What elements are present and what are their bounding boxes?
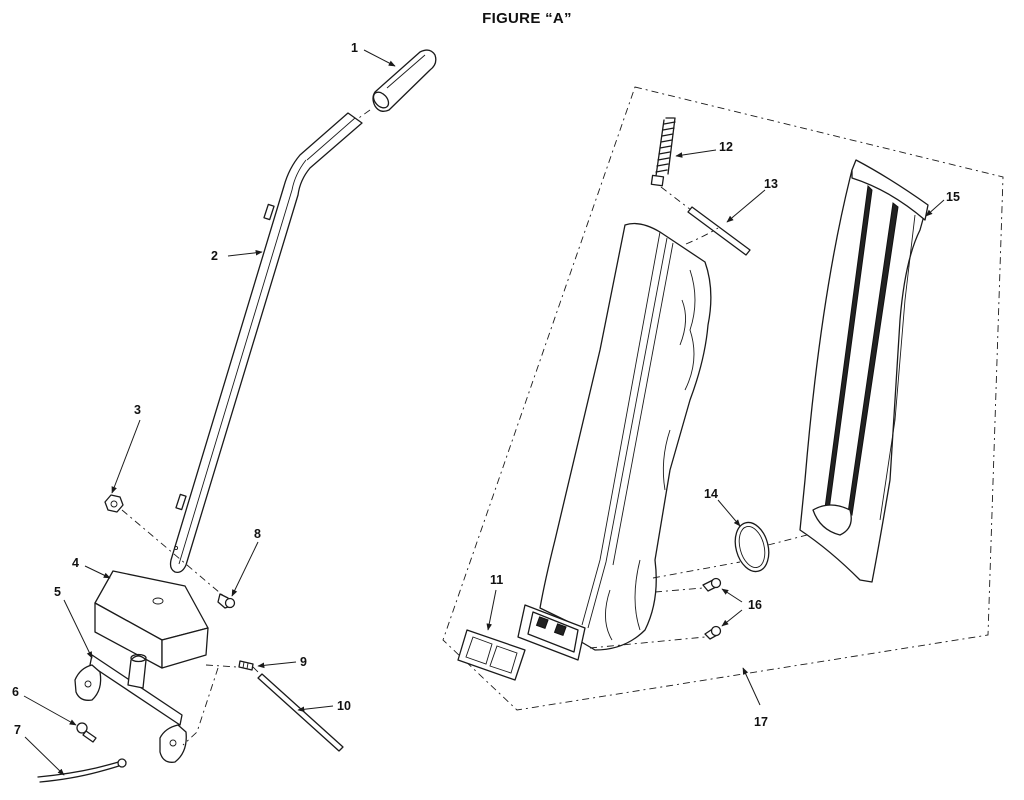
callout-16: 16 xyxy=(748,598,762,612)
part-screws xyxy=(702,577,722,640)
guide-line xyxy=(589,636,706,649)
callout-9: 9 xyxy=(300,655,307,669)
guide-line xyxy=(121,509,227,599)
guide-line xyxy=(660,186,692,211)
part-handle-tube xyxy=(169,112,363,573)
part-filter xyxy=(457,629,526,681)
part-screw xyxy=(76,722,97,743)
part-pin xyxy=(687,206,751,256)
callout-3: 3 xyxy=(134,403,141,417)
part-spring xyxy=(650,117,676,187)
part-hinge-bracket xyxy=(74,653,187,763)
part-grip-sleeve xyxy=(372,49,437,112)
part-screw xyxy=(217,593,236,609)
part-cord xyxy=(37,758,127,783)
guide-line xyxy=(205,664,238,668)
part-screw xyxy=(238,660,254,671)
callout-6: 6 xyxy=(12,685,19,699)
guide-line xyxy=(252,666,263,677)
callout-13: 13 xyxy=(764,177,778,191)
callout-10: 10 xyxy=(337,699,351,713)
guide-line xyxy=(685,227,719,245)
callout-12: 12 xyxy=(719,140,733,154)
part-outer-bag xyxy=(799,159,929,583)
figure-title: FIGURE “A” xyxy=(482,10,572,27)
guide-line xyxy=(182,667,219,746)
part-rod xyxy=(257,673,344,752)
callout-1: 1 xyxy=(351,41,358,55)
callout-2: 2 xyxy=(211,249,218,263)
bag-kit-outline xyxy=(442,86,1004,711)
callout-8: 8 xyxy=(254,527,261,541)
callout-11: 11 xyxy=(490,573,503,587)
callout-15: 15 xyxy=(946,190,960,204)
guide-line xyxy=(652,561,741,579)
callout-4: 4 xyxy=(72,556,79,570)
guide-line xyxy=(654,587,704,593)
guide-line xyxy=(355,109,371,121)
part-cover-box xyxy=(94,570,209,669)
callout-14: 14 xyxy=(704,487,718,501)
callout-5: 5 xyxy=(54,585,61,599)
leader-lines xyxy=(23,49,945,776)
part-bag-assembly xyxy=(517,222,712,661)
callout-7: 7 xyxy=(14,723,21,737)
callout-17: 17 xyxy=(754,715,768,729)
part-nut xyxy=(104,494,124,513)
part-ring xyxy=(734,521,770,573)
